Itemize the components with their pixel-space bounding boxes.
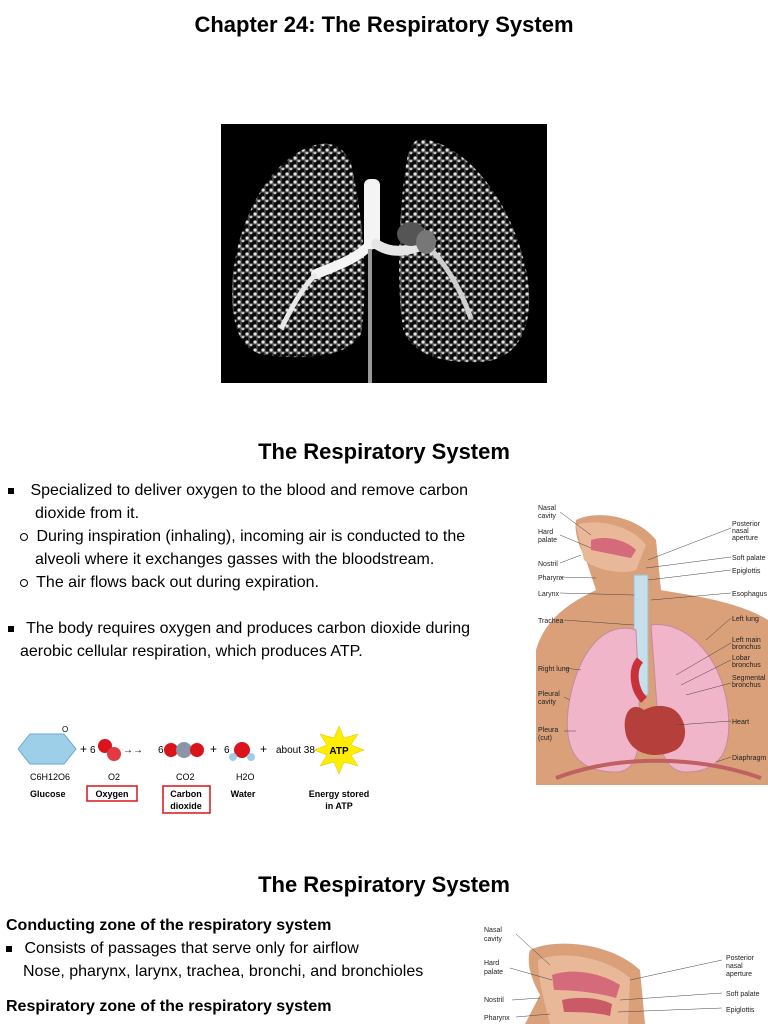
oxygen-highlight-box [86,785,138,802]
svg-text:nasal: nasal [732,528,749,535]
water-molecule-icon [229,742,255,761]
svg-text:+: + [260,742,267,756]
svg-text:Segmental: Segmental [732,675,766,682]
list-item-cont: alveoli where it exchanges gasses with t… [35,551,435,568]
svg-text:Lobar: Lobar [732,655,751,662]
list-item-cont: aerobic cellular respiration, which prod… [20,643,363,660]
list-item: Specialized to deliver oxygen to the blo… [8,479,470,502]
respiration-equation: O + 6 →→ 6 + 6 + about 38 ATP C6H12O6 O [17,722,378,817]
svg-text:Soft palate: Soft palate [732,555,766,562]
svg-text:bronchus: bronchus [732,682,761,689]
svg-text:about 38: about 38 [276,745,315,756]
svg-text:cavity: cavity [538,513,556,520]
svg-text:→→: →→ [123,745,143,756]
svg-text:Left main: Left main [732,637,761,644]
svg-text:aperture: aperture [732,535,758,542]
co2-molecule-icon [164,742,204,758]
svg-text:O: O [62,725,68,734]
svg-text:Pleural: Pleural [538,691,560,698]
svg-text:bronchus: bronchus [732,644,761,651]
svg-text:aperture: aperture [726,971,752,978]
svg-text:CO2: CO2 [176,772,195,782]
oxygen-molecule-icon [98,739,121,761]
svg-text:Energy stored: Energy stored [309,789,370,799]
svg-text:Trachea: Trachea [538,618,564,625]
svg-text:Nostril: Nostril [538,561,558,568]
svg-text:in ATP: in ATP [325,801,353,811]
svg-text:Hard: Hard [484,960,499,967]
svg-text:Hard: Hard [538,529,553,536]
svg-text:Soft palate: Soft palate [726,991,760,998]
circle-bullet-icon [20,578,28,587]
bullet-list-1: Specialized to deliver oxygen to the blo… [8,479,470,663]
co2-highlight-box [162,785,211,814]
list-item: The air flows back out during expiration… [8,571,470,594]
svg-text:Nostril: Nostril [484,997,504,1004]
svg-text:cavity: cavity [484,936,502,943]
lung-cast-illustration [232,139,530,383]
conducting-zone-heading: Conducting zone of the respiratory syste… [6,917,332,934]
svg-text:Pleura: Pleura [538,727,558,734]
svg-text:Nasal: Nasal [538,505,556,512]
svg-text:palate: palate [484,969,503,976]
list-item: The body requires oxygen and produces ca… [8,617,470,640]
chapter-title: Chapter 24: The Respiratory System [194,12,574,37]
svg-text:bronchus: bronchus [732,662,761,669]
svg-text:dioxide: dioxide [170,801,202,811]
svg-text:Water: Water [231,789,256,799]
svg-text:cavity: cavity [538,699,556,706]
svg-text:Larynx: Larynx [538,591,560,598]
respiratory-anatomy-figure-2: Nasal cavity Hard palate Nostril Pharynx P… [480,920,768,1024]
section-title-1: The Respiratory System [258,439,510,464]
svg-text:Oxygen: Oxygen [95,789,128,799]
list-item-cont: dioxide from it. [35,505,140,522]
svg-text:Nasal: Nasal [484,927,502,934]
svg-text:6: 6 [90,745,96,756]
square-bullet-icon [6,945,12,952]
svg-text:C6H12O6: C6H12O6 [30,772,70,782]
svg-text:(cut): (cut) [538,735,552,742]
list-item-sub: Nose, pharynx, larynx, trachea, bronchi,… [23,963,424,980]
svg-text:+: + [80,742,87,756]
respiratory-zone-heading: Respiratory zone of the respiratory syst… [6,998,332,1015]
svg-text:Pharynx: Pharynx [484,1015,510,1022]
svg-text:Heart: Heart [732,719,749,726]
svg-text:+: + [210,742,217,756]
svg-text:Glucose: Glucose [30,789,66,799]
section-title-2: The Respiratory System [258,872,510,897]
svg-text:Pharynx: Pharynx [538,575,564,582]
svg-text:H2O: H2O [236,772,255,782]
atp-star-icon [313,725,365,775]
svg-text:Esophagus: Esophagus [732,591,768,598]
svg-text:6: 6 [224,745,230,756]
svg-text:Posterior: Posterior [732,521,761,528]
svg-text:Diaphragm: Diaphragm [732,755,766,762]
svg-text:palate: palate [538,537,557,544]
circle-bullet-icon [20,532,28,541]
svg-text:6: 6 [158,745,164,756]
list-item: During inspiration (inhaling), incoming … [8,525,470,548]
svg-text:ATP: ATP [329,746,349,757]
svg-text:Left lung: Left lung [732,616,759,623]
svg-text:Carbon: Carbon [170,789,202,799]
svg-text:nasal: nasal [726,963,743,970]
svg-text:O2: O2 [108,772,120,782]
svg-text:Right lung: Right lung [538,666,570,673]
svg-text:Epiglottis: Epiglottis [732,568,761,575]
square-bullet-icon [8,487,14,494]
list-item: Consists of passages that serve only for… [6,937,423,960]
lung-cast-photo [221,124,547,383]
zone-description: Conducting zone of the respiratory syste… [6,914,423,1018]
svg-text:Epiglottis: Epiglottis [726,1007,755,1014]
svg-text:Posterior: Posterior [726,955,755,962]
glucose-hexagon-icon [17,733,77,765]
square-bullet-icon [8,625,14,632]
